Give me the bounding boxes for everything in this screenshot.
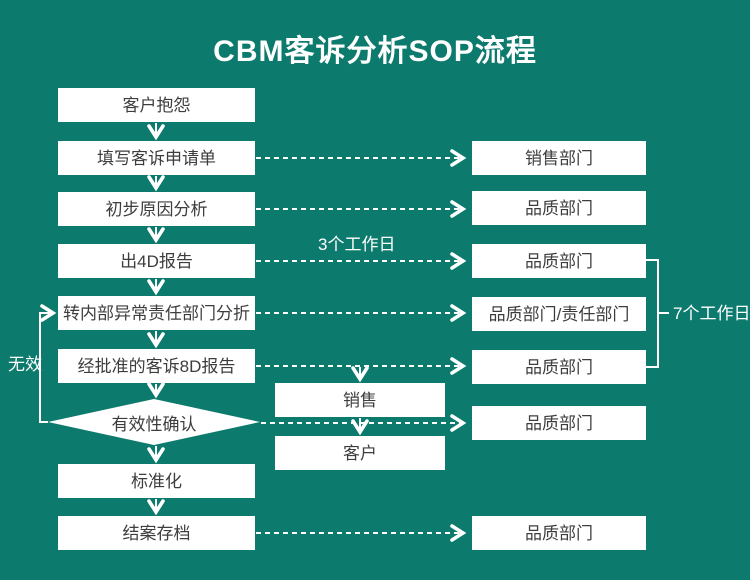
dept-box-quality-4: 品质部门	[472, 406, 646, 440]
dept-box-sales: 销售部门	[472, 141, 646, 175]
page-title: CBM客诉分析SOP流程	[213, 35, 537, 68]
mid-box-sales: 销售	[275, 383, 445, 417]
mid-box-customer: 客户	[275, 436, 445, 470]
label-3-working-days: 3个工作日	[318, 235, 396, 254]
label-7-working-days: 7个工作日	[673, 304, 750, 323]
dept-box-quality-2: 品质部门	[472, 244, 646, 278]
dashed-handoff-arrows	[256, 149, 467, 542]
seven-days-bracket	[646, 259, 669, 368]
dept-box-quality-3: 品质部门	[472, 350, 646, 384]
dept-box-quality-responsible: 品质部门/责任部门	[472, 297, 646, 331]
dept-box-quality-1: 品质部门	[472, 191, 646, 225]
flow-step-transfer-internal-dept-analysis: 转内部异常责任部门分折	[58, 296, 255, 330]
flow-step-close-and-archive: 结案存档	[58, 516, 255, 550]
flow-step-standardization: 标准化	[58, 464, 255, 498]
dept-box-quality-5: 品质部门	[472, 516, 646, 550]
flow-step-approved-8d-report: 经批准的客诉8D报告	[58, 349, 255, 383]
flow-step-issue-4d-report: 出4D报告	[58, 244, 255, 278]
flow-step-customer-complaint: 客户抱怨	[58, 88, 255, 122]
decision-effectiveness-confirmation: 有效性确认	[48, 399, 260, 445]
label-invalid: 无效	[8, 355, 42, 374]
flow-step-fill-complaint-form: 填写客诉申请单	[58, 141, 255, 175]
flow-step-preliminary-cause-analysis: 初步原因分析	[58, 192, 255, 226]
